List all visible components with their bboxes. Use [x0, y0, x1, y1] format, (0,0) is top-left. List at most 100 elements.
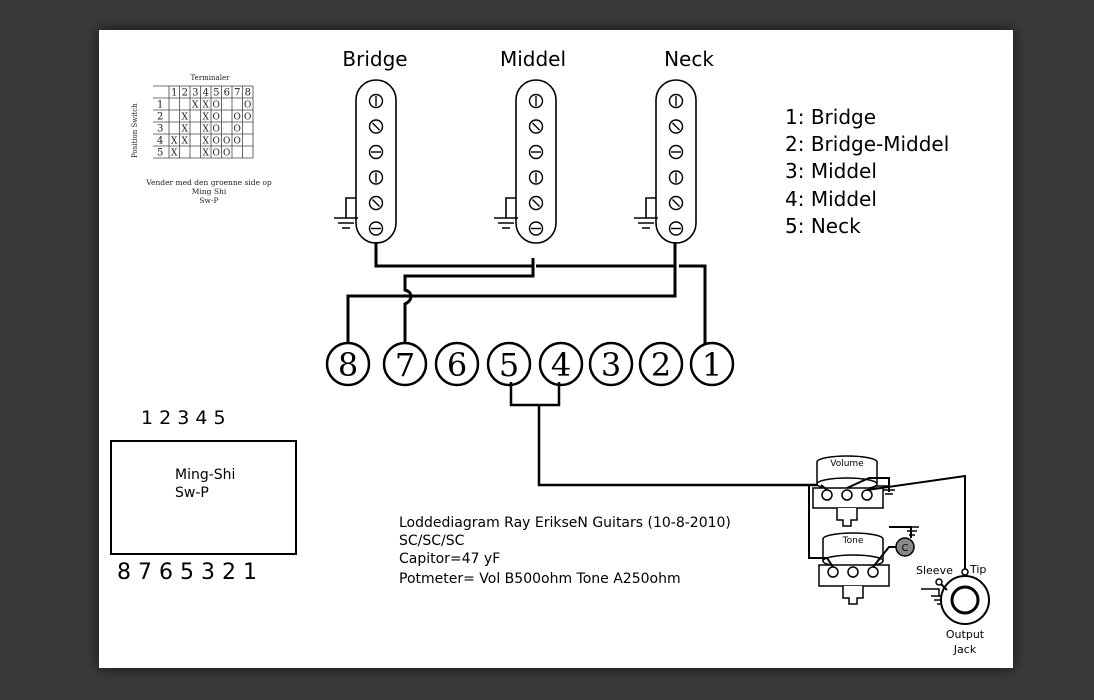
table-cell: X	[182, 137, 189, 147]
table-col-header: 6	[224, 88, 230, 99]
terminal-2: 2	[638, 341, 684, 387]
table-cell: X	[203, 125, 210, 135]
terminal-circle	[325, 341, 371, 387]
table-cell: O	[213, 101, 220, 111]
terminal-circle	[434, 341, 480, 387]
tip-label: Tip	[969, 563, 986, 576]
pickups	[334, 79, 697, 244]
table-cell: O	[234, 125, 241, 135]
ground-icon	[334, 197, 358, 229]
table-cell: O	[234, 113, 241, 123]
table-cell: O	[213, 125, 220, 135]
pickup-middel	[494, 79, 557, 244]
pickup-body	[515, 79, 557, 244]
table-row-label: 2	[157, 112, 163, 123]
terminal-number: 5	[499, 346, 519, 384]
table-cell: X	[203, 101, 210, 111]
table-cell: X	[182, 113, 189, 123]
pickup-label-neck: Neck	[664, 47, 714, 71]
ground-icon	[494, 197, 518, 229]
wire-to-terminal-8	[346, 266, 677, 344]
switch-name-2: Sw-P	[175, 485, 209, 501]
terminal-number: 7	[395, 346, 415, 384]
table-cell: X	[171, 149, 178, 159]
terminal-7: 7	[382, 341, 428, 387]
table-cell: X	[171, 137, 178, 147]
table-note-2: Ming Shi	[192, 187, 227, 196]
terminal-number: 1	[702, 346, 722, 384]
terminal-number: 6	[447, 346, 467, 384]
pickup-bridge	[334, 79, 397, 244]
table-cell: O	[223, 149, 230, 159]
pole-slot	[371, 122, 381, 131]
pickup-wires	[346, 242, 707, 350]
switch-box-outline	[110, 440, 297, 555]
legend-item-2: 2: Bridge-Middel	[785, 132, 949, 156]
table-cell: O	[244, 113, 251, 123]
jack-label-1: Output	[946, 628, 985, 641]
table-col-header: 7	[234, 88, 240, 99]
table-cell: X	[192, 101, 199, 111]
wire-to-terminal-7	[403, 262, 535, 344]
switch-name-1: Ming-Shi	[175, 467, 235, 483]
table-cell: X	[203, 113, 210, 123]
control-wires	[808, 474, 966, 572]
switch-bottom-numbers: 8 7 6 5 3 2 1	[117, 560, 257, 585]
terminal-5: 5	[486, 341, 532, 387]
pickup-label-bridge: Bridge	[342, 47, 407, 71]
table-note-1: Vender med den groenne side op	[145, 178, 272, 187]
table-cell: X	[182, 125, 189, 135]
table-title: Terminaler	[191, 74, 231, 82]
note-title: Loddediagram Ray EriksеN Guitars (10-8-2…	[399, 515, 731, 531]
volume-pot	[812, 455, 884, 527]
legend-item-1: 1: Bridge	[785, 105, 876, 129]
wire-to-terminal-1	[679, 264, 707, 350]
terminal-number: 8	[338, 346, 358, 384]
legend-item-4: 4: Middel	[785, 187, 877, 211]
switch-top-numbers: 1 2 3 4 5	[141, 407, 226, 429]
terminal-1: 1	[689, 341, 735, 387]
notes: Loddediagram Ray EriksеN Guitars (10-8-2…	[399, 515, 731, 587]
table-note-3: Sw-P	[199, 196, 218, 205]
note-pots: Potmeter= Vol B500ohm Tone A250ohm	[399, 571, 681, 587]
table-cell: O	[213, 113, 220, 123]
table-col-header: 2	[182, 88, 188, 99]
table-col-header: 8	[245, 88, 251, 99]
table-side-label: Position Switch	[131, 103, 139, 158]
legend-item-3: 3: Middel	[785, 159, 877, 183]
table-col-header: 5	[213, 88, 219, 99]
terminal-circle	[638, 341, 684, 387]
table-row-label: 1	[157, 100, 163, 111]
table-cell: O	[223, 137, 230, 147]
terminal-8: 8	[325, 341, 371, 387]
tone-label: Tone	[842, 536, 864, 546]
table-col-header: 1	[171, 88, 177, 99]
switch-box: 1 2 3 4 5 Ming-Shi Sw-P 8 7 6 5 3 2 1	[110, 407, 297, 585]
table-cell: O	[244, 101, 251, 111]
terminal-number: 3	[601, 346, 621, 384]
table-col-header: 3	[192, 88, 198, 99]
table-row-label: 3	[157, 124, 163, 135]
terminal-circle	[689, 341, 735, 387]
control-grounds	[875, 485, 947, 605]
note-pickups: SC/SC/SC	[399, 533, 465, 549]
pole-slot	[671, 198, 681, 208]
terminal-circle	[538, 341, 584, 387]
position-legend: 1: Bridge 2: Bridge-Middel 3: Middel 4: …	[785, 105, 949, 238]
tone-pot	[818, 532, 890, 605]
table-cell: O	[213, 149, 220, 159]
table-cell: X	[203, 149, 210, 159]
pole-slot	[531, 122, 541, 131]
pickup-label-middel: Middel	[500, 47, 566, 71]
legend-item-5: 5: Neck	[785, 214, 861, 238]
wire-middel-neck-link	[536, 242, 677, 268]
table-row-label: 5	[157, 148, 163, 159]
output-jack	[935, 568, 990, 625]
wire-bridge-hot	[374, 242, 535, 268]
pole-slot	[671, 122, 681, 131]
terminal-circle	[486, 341, 532, 387]
